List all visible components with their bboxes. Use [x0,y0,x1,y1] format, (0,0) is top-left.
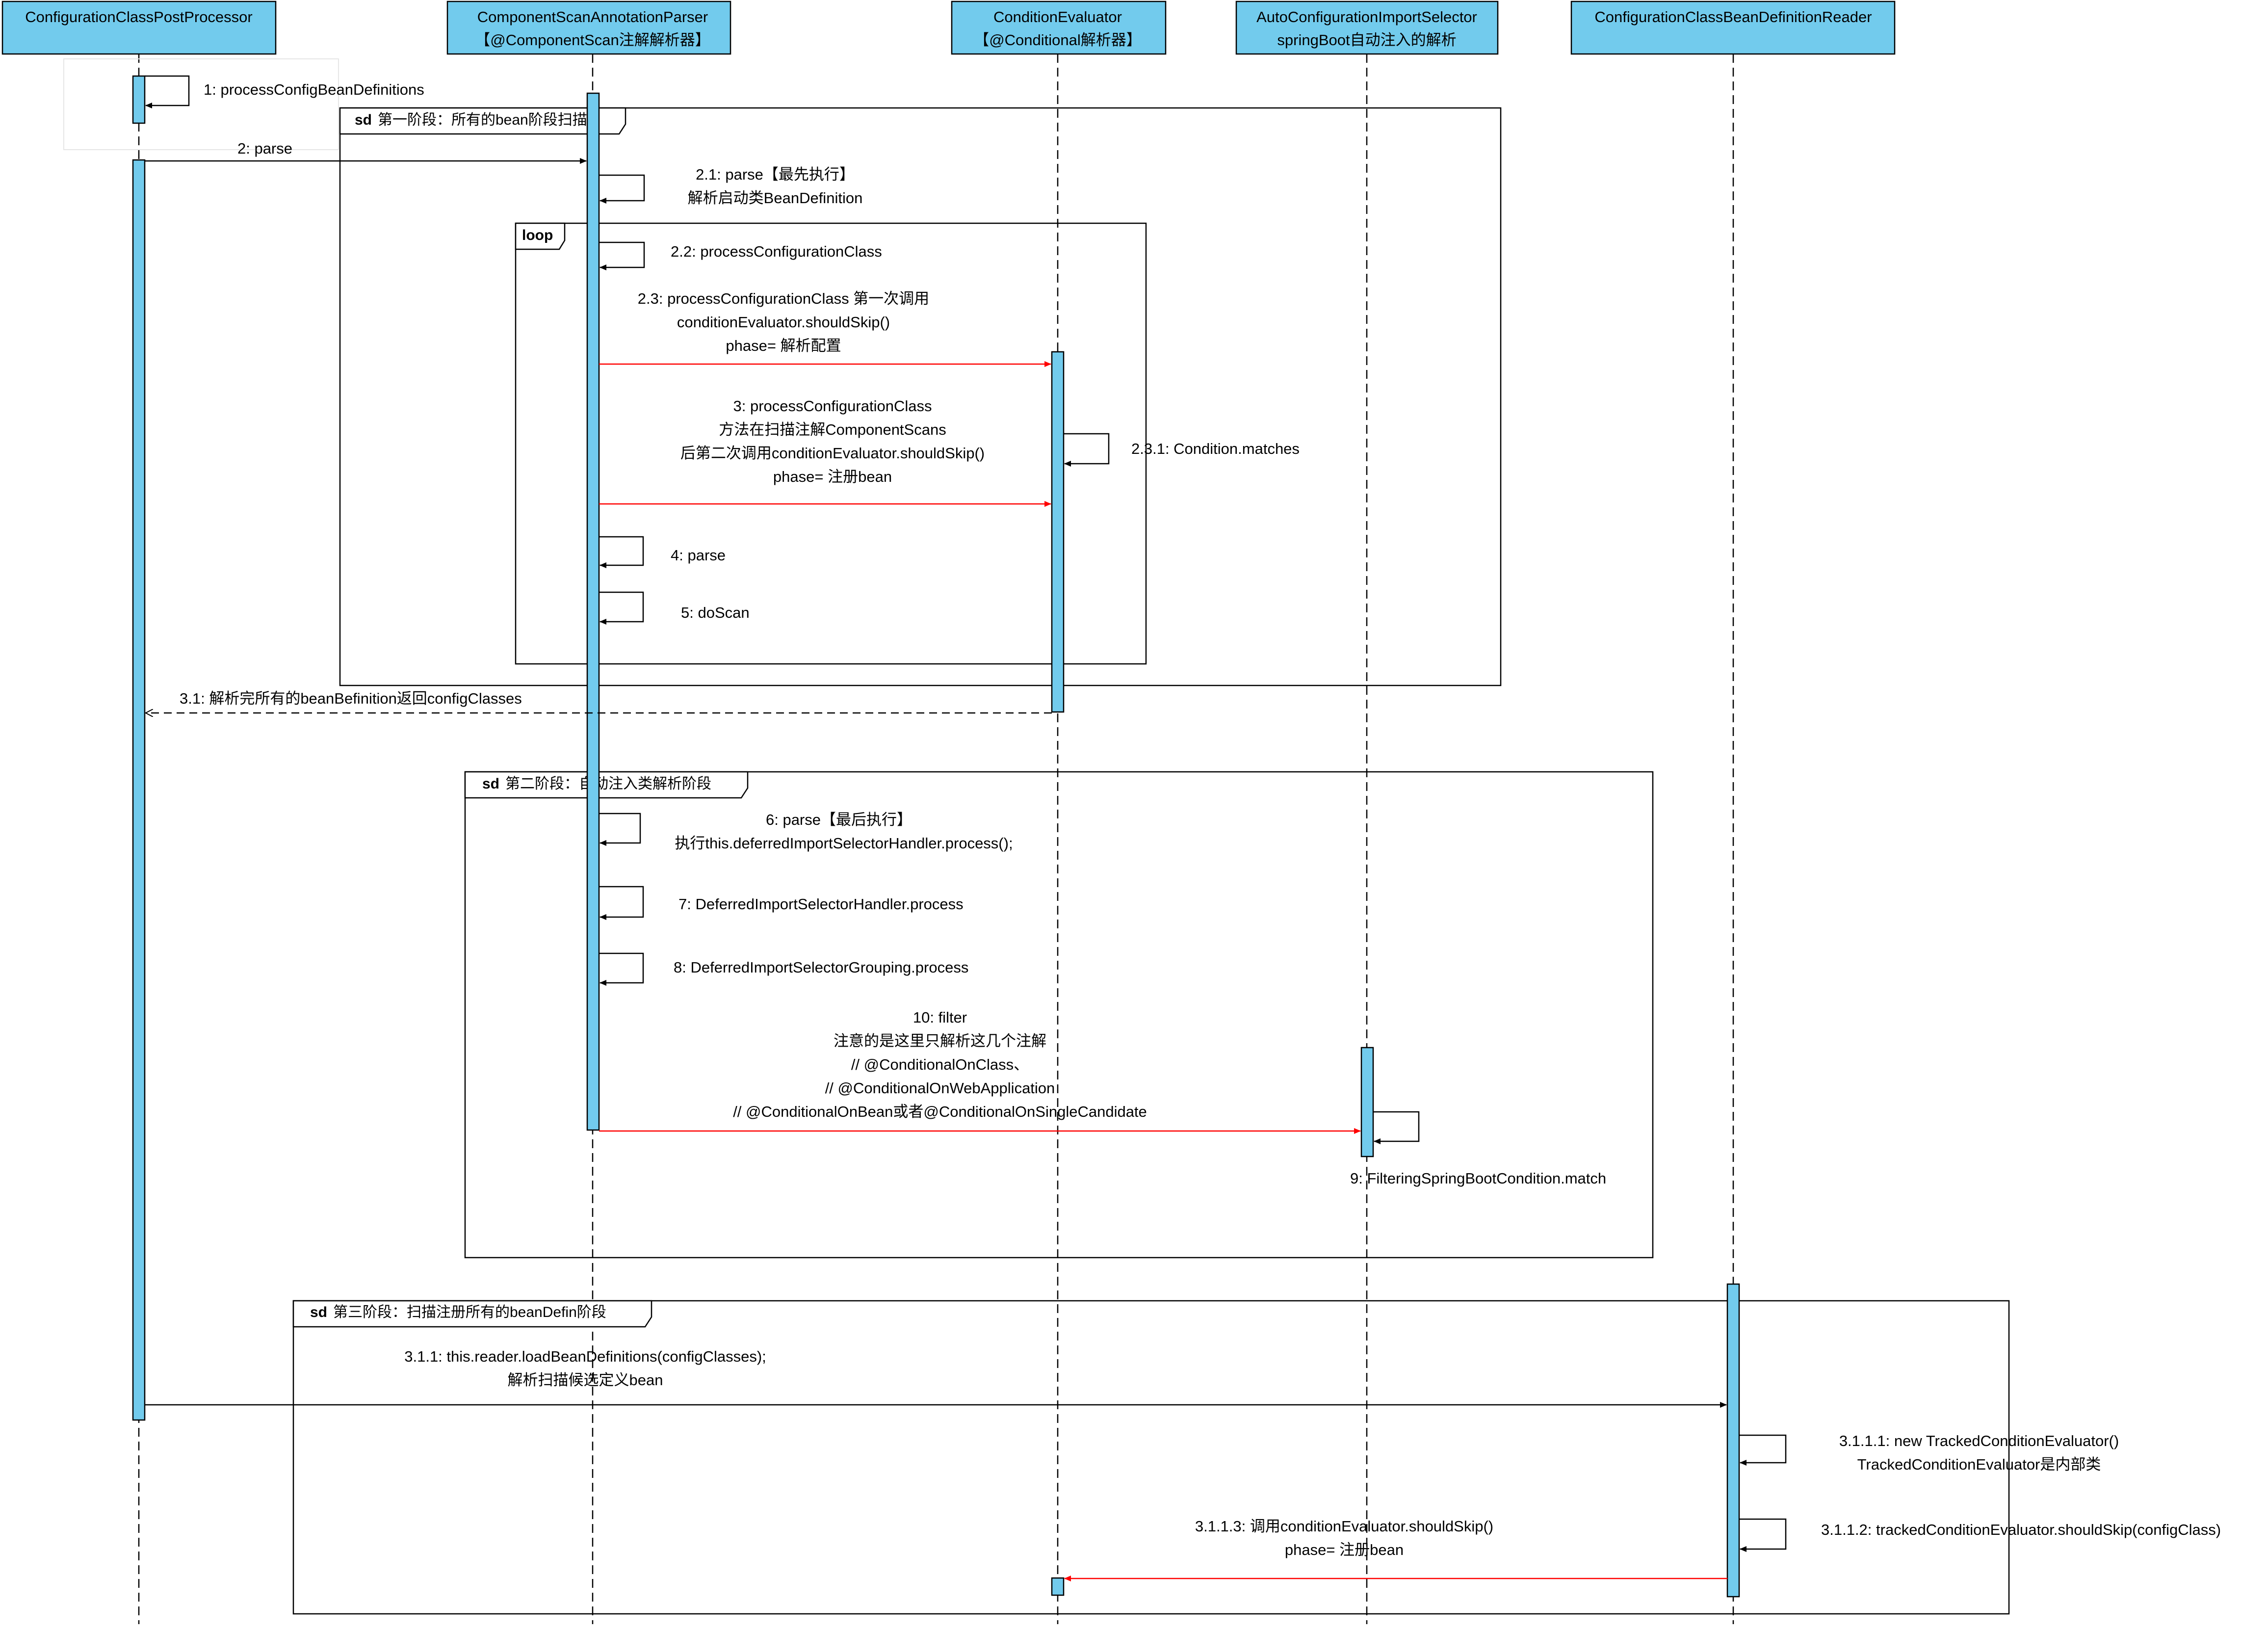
message-8: 8: DeferredImportSelectorGrouping.proces… [599,952,968,986]
frame-phase1: sd 第一阶段：所有的bean阶段扫描 [339,107,1502,686]
lifeline-ccpp: ConfigurationClassPostProcessor [1,0,277,55]
activation-ce-2 [1051,1577,1065,1596]
message-1-label: 1: processConfigBeanDefinitions [204,81,424,98]
message-4-label: 4: parse [671,547,726,564]
lifeline-acis-subtitle: springBoot自动注入的解析 [1277,31,1456,49]
activation-ccpp-1 [132,75,146,124]
frame-phase1-keyword: sd [355,112,372,128]
message-6: 6: parse【最后执行】 执行this.deferredImportSele… [599,811,1013,852]
message-6-label-2: 执行this.deferredImportSelectorHandler.pro… [675,835,1013,852]
message-2-label: 2: parse [237,140,292,157]
message-2-2: 2.2: processConfigurationClass [599,241,882,270]
message-3-1-1-2: 3.1.1.2: trackedConditionEvaluator.shoul… [1739,1518,2221,1552]
frame-phase1-title: 第一阶段：所有的bean阶段扫描 [378,112,587,128]
message-2-1: 2.1: parse【最先执行】 解析启动类BeanDefinition [599,166,862,207]
message-1: 1: processConfigBeanDefinitions [145,75,424,108]
message-3-1-1-1-label-1: 3.1.1.1: new TrackedConditionEvaluator() [1839,1432,2119,1449]
message-10-label-1: 10: filter [913,1009,967,1026]
message-3-1: 3.1: 解析完所有的beanBefinition返回configClasses [146,690,1052,713]
message-2-3-1-label: 2.3.1: Condition.matches [1131,440,1300,457]
frame-phase2: sd 第二阶段：自动注入类解析阶段 [464,771,1654,1259]
lifeline-headers: ConfigurationClassPostProcessor Componen… [1,0,1896,55]
message-2-3: 2.3: processConfigurationClass 第一次调用 con… [599,290,1051,367]
activation-ccbdr [1726,1283,1740,1598]
activations [132,75,1740,1598]
frame-loop: loop [515,222,1147,665]
activation-acis [1360,1047,1374,1157]
message-2-3-label-2: conditionEvaluator.shouldSkip() [677,314,890,331]
message-2-2-label: 2.2: processConfigurationClass [671,243,882,260]
message-3-1-1-3-label-2: phase= 注册bean [1285,1541,1404,1558]
message-2-3-label-1: 2.3: processConfigurationClass 第一次调用 [638,290,929,307]
activation-ccpp-2 [132,159,146,1421]
frame-phase3-title: 第三阶段：扫描注册所有的beanDefin阶段 [333,1304,606,1320]
activation-csap [586,92,600,1131]
message-3-label-1: 3: processConfigurationClass [733,397,932,415]
message-3-1-label: 3.1: 解析完所有的beanBefinition返回configClasses [180,690,522,707]
lifeline-acis-title: AutoConfigurationImportSelector [1256,8,1477,26]
message-3-1-1-label-2: 解析扫描候选定义bean [508,1371,663,1389]
message-3-1-1-3-label-1: 3.1.1.3: 调用conditionEvaluator.shouldSkip… [1195,1518,1493,1535]
lifeline-ce: ConditionEvaluator 【@Conditional解析器】 [951,0,1167,55]
message-3-label-3: 后第二次调用conditionEvaluator.shouldSkip() [680,445,985,462]
message-3-1-1-1: 3.1.1.1: new TrackedConditionEvaluator()… [1739,1432,2119,1473]
message-7: 7: DeferredImportSelectorHandler.process [599,886,964,920]
frame-phase2-title: 第二阶段：自动注入类解析阶段 [505,776,711,792]
lifeline-csap: ComponentScanAnnotationParser 【@Componen… [446,0,731,55]
message-2: 2: parse [145,140,587,164]
message-7-label: 7: DeferredImportSelectorHandler.process [678,895,964,913]
message-10-label-5: // @ConditionalOnBean或者@ConditionalOnSin… [733,1103,1147,1120]
frame-phase2-keyword: sd [482,776,499,792]
frame-loop-keyword: loop [522,227,553,243]
message-10-label-4: // @ConditionalOnWebApplication [825,1079,1055,1097]
activation-ce-1 [1051,351,1065,713]
message-3-1-1-3: 3.1.1.3: 调用conditionEvaluator.shouldSkip… [1064,1518,1727,1581]
lifeline-ccbdr-title: ConfigurationClassBeanDefinitionReader [1594,8,1872,26]
message-6-label-1: 6: parse【最后执行】 [766,811,912,828]
lifeline-ce-subtitle: 【@Conditional解析器】 [974,31,1142,49]
message-3-label-2: 方法在扫描注解ComponentScans [719,421,946,438]
message-3-1-1: 3.1.1: this.reader.loadBeanDefinitions(c… [145,1348,1727,1408]
message1-highlight-frame [63,58,339,150]
message-5: 5: doScan [599,591,750,625]
message-3-label-4: phase= 注册bean [773,468,892,485]
message-2-1-label-1: 2.1: parse【最先执行】 [696,166,855,183]
lifeline-ce-title: ConditionEvaluator [993,8,1122,26]
lifeline-csap-subtitle: 【@ComponentScan注解解析器】 [475,31,710,49]
message-9-label: 9: FilteringSpringBootCondition.match [1350,1170,1606,1187]
frame-phase3: sd 第三阶段：扫描注册所有的beanDefin阶段 [292,1300,2010,1615]
message-10-label-2: 注意的是这里只解析这几个注解 [834,1032,1046,1050]
message-2-1-label-2: 解析启动类BeanDefinition [688,189,863,207]
message-2-3-1: 2.3.1: Condition.matches [1064,433,1300,467]
lifeline-ccpp-title: ConfigurationClassPostProcessor [25,8,253,26]
lifeline-acis: AutoConfigurationImportSelector springBo… [1235,0,1499,55]
frame-phase3-keyword: sd [310,1304,327,1320]
message-5-label: 5: doScan [681,604,750,621]
message-3: 3: processConfigurationClass 方法在扫描注解Comp… [599,397,1051,507]
message-2-3-label-3: phase= 解析配置 [726,337,841,354]
message-3-1-1-2-label: 3.1.1.2: trackedConditionEvaluator.shoul… [1821,1521,2221,1538]
message-10: 10: filter 注意的是这里只解析这几个注解 // @Conditiona… [599,1009,1361,1134]
lifeline-ccbdr: ConfigurationClassBeanDefinitionReader [1570,0,1896,55]
message-9: 9: FilteringSpringBootCondition.match [1350,1111,1606,1187]
message-3-1-1-1-label-2: TrackedConditionEvaluator是内部类 [1857,1456,2101,1473]
message-10-label-3: // @ConditionalOnClass、 [851,1056,1029,1073]
message-4: 4: parse [599,536,726,568]
message-8-label: 8: DeferredImportSelectorGrouping.proces… [674,959,968,976]
message-3-1-1-label-1: 3.1.1: this.reader.loadBeanDefinitions(c… [404,1348,766,1365]
lifeline-csap-title: ComponentScanAnnotationParser [477,8,708,26]
